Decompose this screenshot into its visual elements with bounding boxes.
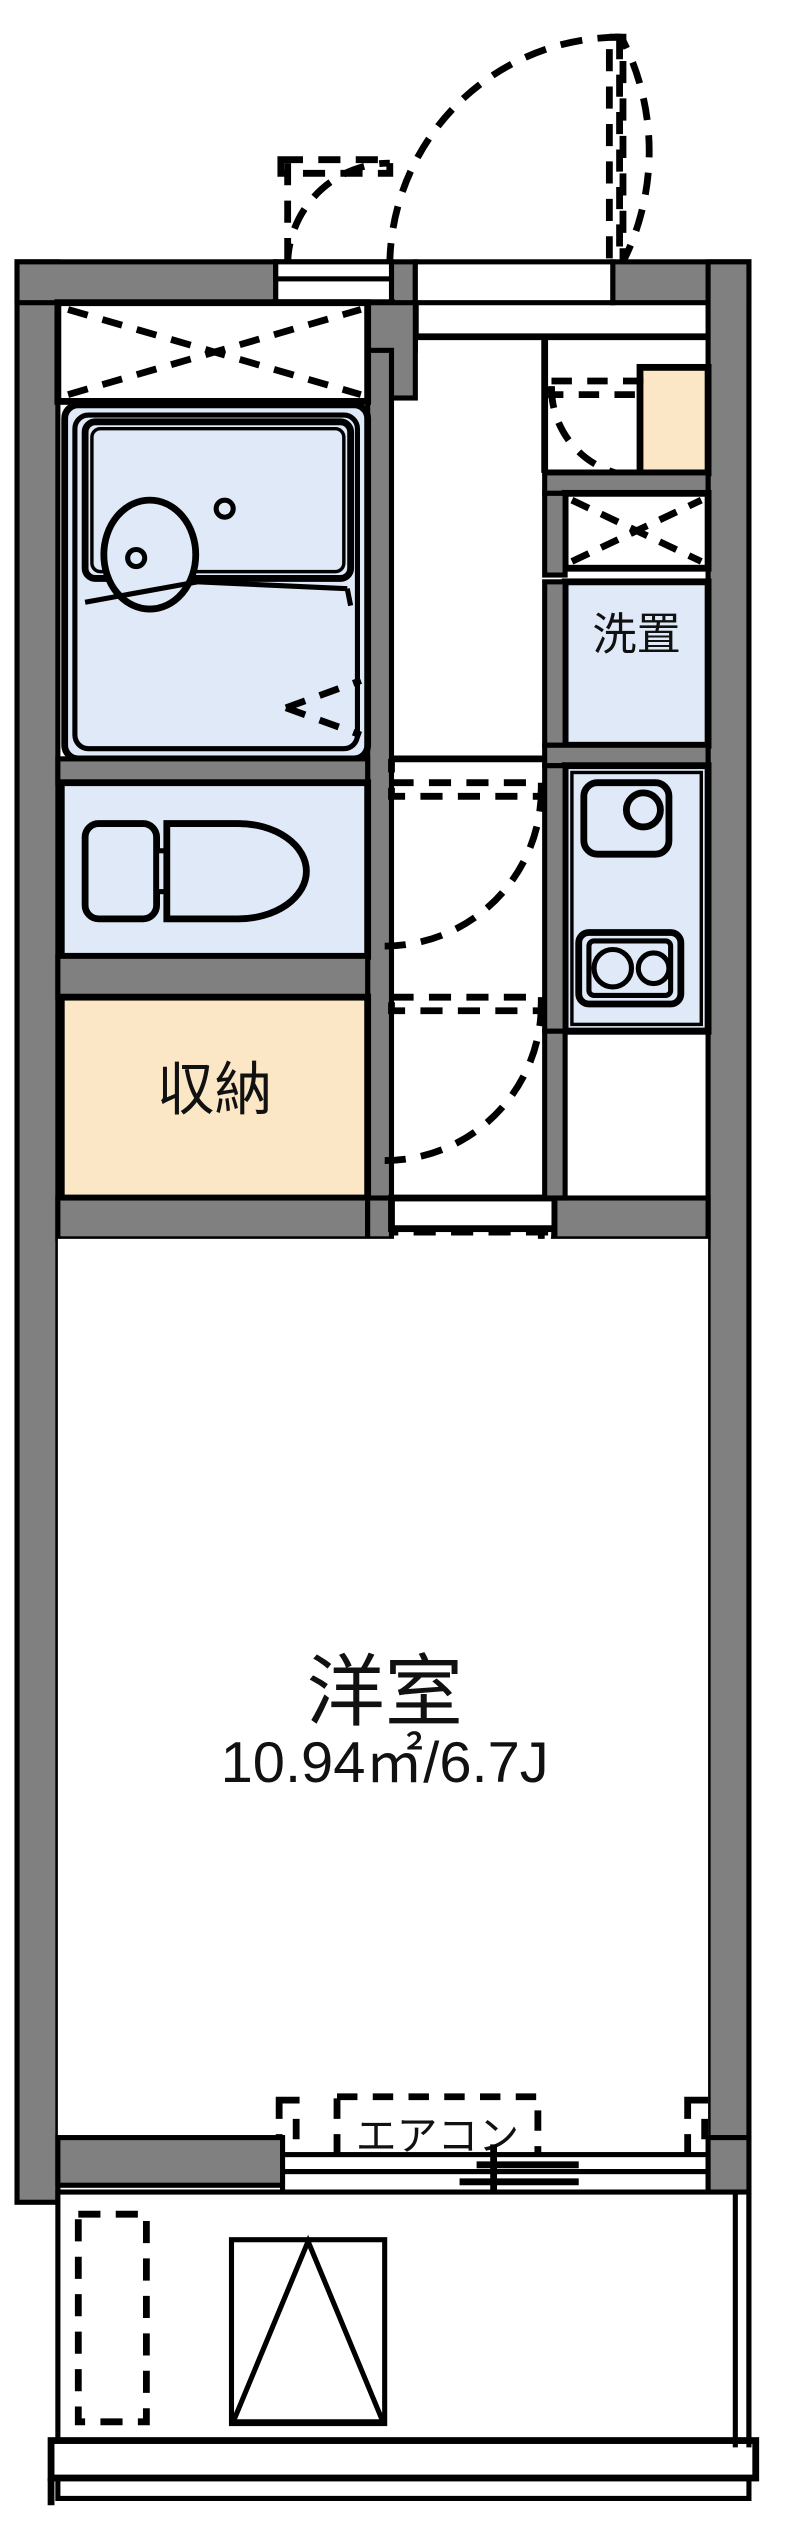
toilet-room <box>57 779 372 960</box>
wall-left-of-kitchen <box>542 763 568 1034</box>
kitchen-counter <box>561 762 712 1035</box>
bath-unit <box>54 299 372 763</box>
bottom-wall-and-window <box>55 2135 752 2210</box>
entry-door-swing-outer <box>386 33 623 266</box>
gas-stove <box>575 929 685 1008</box>
main-room: 洋室 10.94㎡/6.7J <box>57 1238 709 2162</box>
toilet <box>81 820 310 923</box>
kitchen-sink <box>580 779 673 858</box>
wall-bath-toilet <box>55 756 371 786</box>
corridor-door-swings <box>384 779 545 1164</box>
kitchen-hall <box>388 755 545 773</box>
laundry-space: 洗置 <box>561 578 712 749</box>
laundry-label: 洗置 <box>592 611 681 660</box>
storage-room: 収納 <box>57 993 372 1202</box>
meter-box <box>561 489 712 572</box>
storage-label: 収納 <box>157 1058 273 1122</box>
balcony <box>47 2189 760 2506</box>
wall-left-of-meter <box>542 490 568 578</box>
wall-left-of-laundry <box>542 579 568 748</box>
entry-door-leaf[interactable] <box>273 259 616 306</box>
balcony-drain <box>228 2234 388 2427</box>
balcony-partition <box>74 2210 150 2426</box>
wall-hall-room <box>55 1027 711 1242</box>
vanity-basin <box>100 496 200 613</box>
wall-toilet-storage <box>55 953 371 1000</box>
main-room-name: 洋室 <box>306 1648 463 1736</box>
storage-door-swing-top <box>277 156 394 266</box>
main-room-area: 10.94㎡/6.7J <box>221 1731 549 1795</box>
bath-door-swing <box>284 677 363 739</box>
